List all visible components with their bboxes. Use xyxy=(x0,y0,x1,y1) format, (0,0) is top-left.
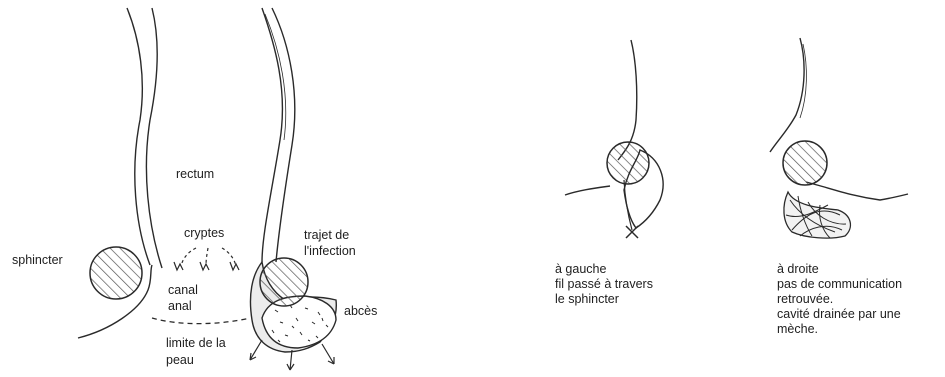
sphincter-circle-right xyxy=(260,258,308,306)
label-cryptes: cryptes xyxy=(184,226,224,241)
caption-right-line: à droite xyxy=(777,262,902,277)
label-anal: anal xyxy=(168,299,192,314)
label-trajet-line2: l'infection xyxy=(304,244,356,259)
label-abces: abcès xyxy=(344,304,377,319)
caption-right-line: cavité drainée par une xyxy=(777,307,902,322)
skin-limit-dashed-line xyxy=(152,318,250,324)
caption-right-wick: à droite pas de communication retrouvée.… xyxy=(777,262,902,337)
caption-left-line: à gauche xyxy=(555,262,653,277)
seton-diagram xyxy=(565,40,663,238)
caption-left-seton: à gauche fil passé à travers le sphincte… xyxy=(555,262,653,307)
rectum-right-wall xyxy=(262,8,295,262)
label-limite-line2: peau xyxy=(166,353,194,368)
caption-left-line: fil passé à travers xyxy=(555,277,653,292)
label-sphincter: sphincter xyxy=(12,253,63,268)
label-rectum: rectum xyxy=(176,167,214,182)
caption-right-line: retrouvée. xyxy=(777,292,902,307)
label-limite-line1: limite de la xyxy=(166,336,226,351)
rectum-left-wall xyxy=(127,8,162,268)
caption-left-line: le sphincter xyxy=(555,292,653,307)
caption-right-line: pas de communication xyxy=(777,277,902,292)
wick-drainage-diagram xyxy=(770,38,908,238)
cryptes-arrows xyxy=(174,248,239,270)
caption-right-line: mèche. xyxy=(777,322,902,337)
sphincter-circle xyxy=(90,247,142,299)
label-trajet-line1: trajet de xyxy=(304,228,349,243)
label-canal: canal xyxy=(168,283,198,298)
